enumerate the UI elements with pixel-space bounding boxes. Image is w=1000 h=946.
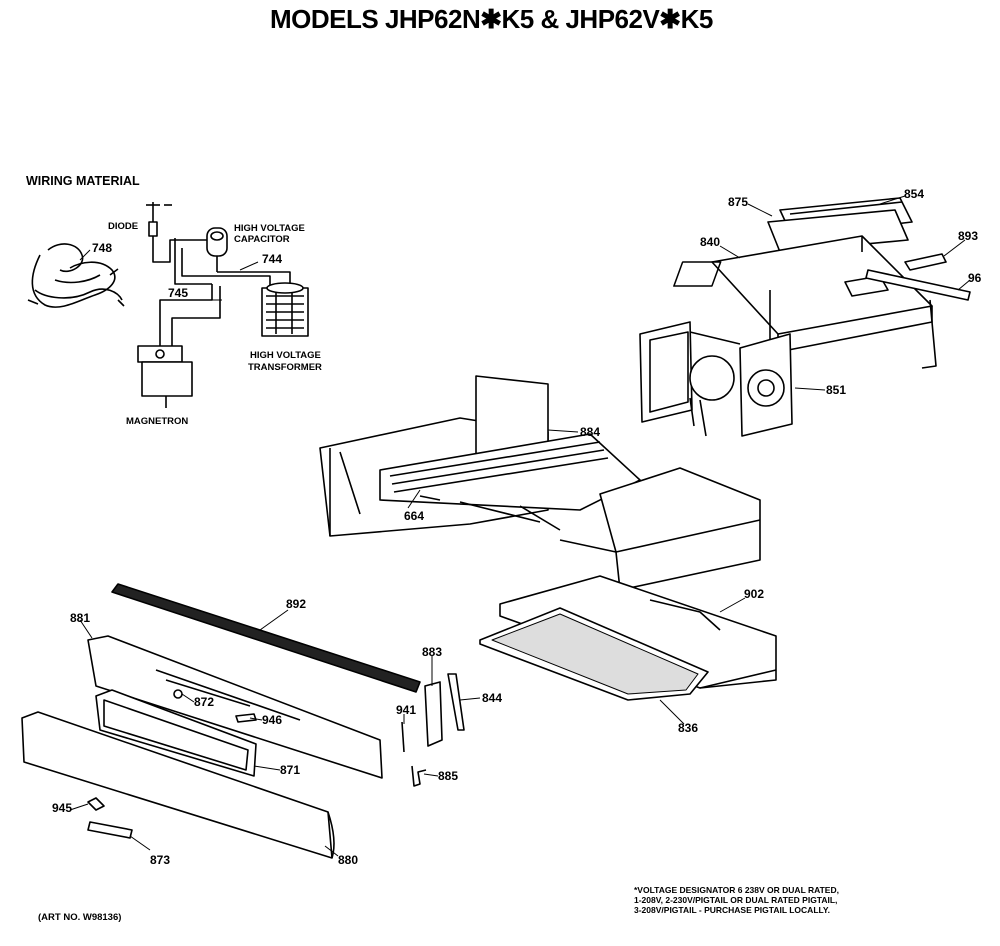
part-880-label: 880 xyxy=(338,853,358,867)
blower-fan-851 xyxy=(639,321,793,437)
page-title: MODELS JHP62N✱K5 & JHP62V✱K5 xyxy=(270,4,713,34)
transformer-label-line2: TRANSFORMER xyxy=(248,362,322,373)
transformer-label-line1: HIGH VOLTAGE xyxy=(250,350,321,361)
part-854-label: 854 xyxy=(904,187,924,201)
part-745-label: 745 xyxy=(168,286,188,300)
high-voltage-transformer xyxy=(261,282,309,337)
part-892-label: 892 xyxy=(286,597,306,611)
part-844-label: 844 xyxy=(482,691,502,705)
outer-wrapper-box xyxy=(559,467,761,591)
part-744-label: 744 xyxy=(262,252,282,266)
wiring-harness-748 xyxy=(27,243,125,308)
cover-875 xyxy=(767,209,909,253)
vent-trim-892 xyxy=(111,583,421,693)
part-96-label: 96 xyxy=(968,271,982,285)
top-panel-840 xyxy=(673,235,933,370)
magnetron-label: MAGNETRON xyxy=(126,416,188,427)
leader-lines xyxy=(69,195,971,857)
part-946-label: 946 xyxy=(262,713,282,727)
part-840-label: 840 xyxy=(700,235,720,249)
base-pan-902 xyxy=(499,575,777,689)
high-voltage-capacitor xyxy=(206,227,228,272)
part-871-label: 871 xyxy=(280,763,300,777)
wiring-material-heading: WIRING MATERIAL xyxy=(26,174,140,188)
part-945-label: 945 xyxy=(52,801,72,815)
small-parts xyxy=(87,673,465,839)
part-883-label: 883 xyxy=(422,645,442,659)
capacitor-label-line1: HIGH VOLTAGE xyxy=(234,223,305,234)
cavity-shelf-664 xyxy=(379,433,641,531)
part-872-label: 872 xyxy=(194,695,214,709)
footnote-line-1: *VOLTAGE DESIGNATOR 6 238V OR DUAL RATED… xyxy=(634,885,839,895)
capacitor-label-line2: CAPACITOR xyxy=(234,234,290,245)
panel-96 xyxy=(865,269,971,369)
part-902-label: 902 xyxy=(744,587,764,601)
door-880 xyxy=(21,711,335,859)
part-836-label: 836 xyxy=(678,721,698,735)
footnote-line-2: 1-208V, 2-230V/PIGTAIL OR DUAL RATED PIG… xyxy=(634,895,838,905)
part-941-label: 941 xyxy=(396,703,416,717)
part-748-label: 748 xyxy=(92,241,112,255)
part-893-label: 893 xyxy=(958,229,978,243)
diode-label: DIODE xyxy=(108,221,138,232)
footnote-line-3: 3-208V/PIGTAIL - PURCHASE PIGTAIL LOCALL… xyxy=(634,905,831,915)
grease-filter-836 xyxy=(479,607,709,701)
wiring-lines xyxy=(152,238,291,346)
part-664-label: 664 xyxy=(404,509,424,523)
panel-893 xyxy=(904,253,947,271)
diode xyxy=(146,202,172,250)
part-881-label: 881 xyxy=(70,611,90,625)
voltage-footnote: *VOLTAGE DESIGNATOR 6 238V OR DUAL RATED… xyxy=(634,885,839,915)
control-panel-881 xyxy=(87,635,383,779)
part-873-label: 873 xyxy=(150,853,170,867)
part-851-label: 851 xyxy=(826,383,846,397)
part-884-label: 884 xyxy=(580,425,600,439)
part-885-label: 885 xyxy=(438,769,458,783)
window-871 xyxy=(95,689,257,777)
magnetron xyxy=(137,345,193,408)
part-875-label: 875 xyxy=(728,195,748,209)
art-number: (ART NO. W98136) xyxy=(38,912,122,923)
